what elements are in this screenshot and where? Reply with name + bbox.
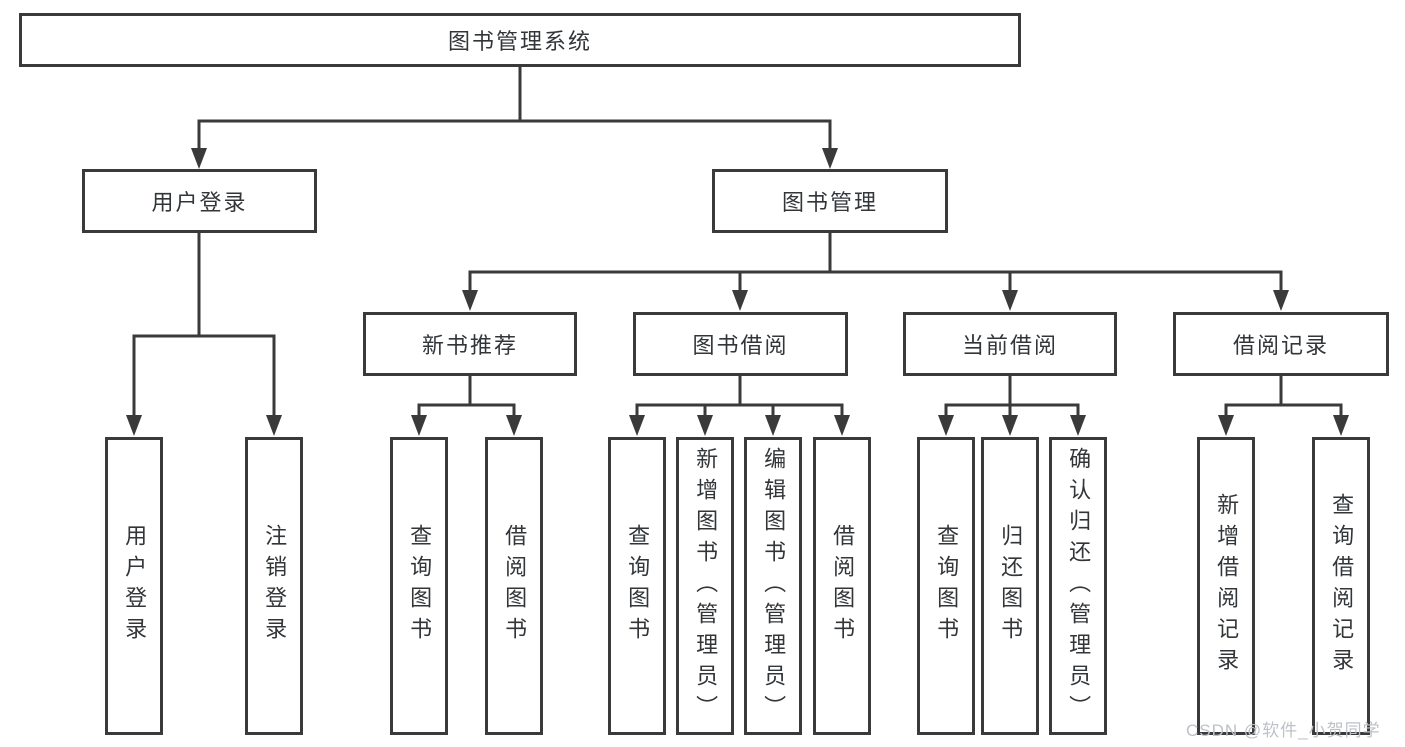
node-label: 图书管理 <box>781 190 878 215</box>
node-label: 归还图书 <box>998 524 1024 648</box>
node-label: 用户登录 <box>151 190 248 215</box>
node-leaf-borrow-books-recommend: 借阅图书 <box>485 437 543 735</box>
connector-book-management-to-level2 <box>468 233 1283 292</box>
node-label: 编辑图书（管理员） <box>761 446 787 726</box>
connector-current-borrowing-to-leaves <box>944 376 1080 417</box>
node-label: 借阅图书 <box>830 524 856 648</box>
node-leaf-confirm-return-admin: 确认归还（管理员） <box>1049 437 1107 735</box>
node-label: 图书借阅 <box>692 333 789 358</box>
node-label: 确认归还（管理员） <box>1066 446 1092 726</box>
node-label: 新书推荐 <box>421 333 518 358</box>
connector-lines <box>132 66 1343 417</box>
arrowheads-level1 <box>191 148 838 169</box>
node-leaf-borrow-books-borrowing: 借阅图书 <box>813 437 871 735</box>
node-library-management-system: 图书管理系统 <box>19 13 1021 67</box>
connector-borrowing-records-to-leaves <box>1224 376 1343 417</box>
arrowheads-new-book-leaves <box>411 415 522 436</box>
node-borrowing-records: 借阅记录 <box>1173 312 1389 376</box>
node-user-login-module: 用户登录 <box>82 169 317 233</box>
node-label: 借阅图书 <box>502 524 528 648</box>
node-label: 图书管理系统 <box>447 29 592 54</box>
node-current-borrowing: 当前借阅 <box>903 312 1117 376</box>
node-label: 查询借阅记录 <box>1329 493 1355 679</box>
arrowheads-current-borrowing-leaves <box>938 415 1086 436</box>
arrowheads-borrowing-records-leaves <box>1218 415 1349 436</box>
node-leaf-add-borrow-record: 新增借阅记录 <box>1197 437 1255 735</box>
node-label: 用户登录 <box>122 524 148 648</box>
node-leaf-query-borrow-record: 查询借阅记录 <box>1312 437 1370 735</box>
node-label: 查询图书 <box>934 524 960 648</box>
node-label: 新增借阅记录 <box>1214 493 1240 679</box>
node-book-borrowing: 图书借阅 <box>633 312 848 376</box>
watermark: CSDN @软件_小贺同学 <box>1186 721 1381 740</box>
node-label: 当前借阅 <box>961 333 1058 358</box>
node-label: 借阅记录 <box>1232 333 1329 358</box>
node-leaf-logout: 注销登录 <box>245 437 303 735</box>
connector-root-to-level1 <box>197 66 832 151</box>
node-leaf-query-books-recommend: 查询图书 <box>390 437 448 735</box>
node-book-management: 图书管理 <box>712 169 948 233</box>
arrowheads-user-login-leaves <box>126 415 282 436</box>
connector-book-borrowing-to-leaves <box>635 376 844 417</box>
connector-user-login-to-leaves <box>132 233 276 417</box>
node-leaf-query-books-current: 查询图书 <box>917 437 975 735</box>
arrowheads <box>126 148 1349 436</box>
node-new-book-recommendation: 新书推荐 <box>363 312 577 376</box>
arrowheads-book-borrowing-leaves <box>629 415 850 436</box>
node-label: 注销登录 <box>262 524 288 648</box>
node-label: 查询图书 <box>625 524 651 648</box>
node-leaf-edit-book-admin: 编辑图书（管理员） <box>744 437 802 735</box>
node-leaf-user-login: 用户登录 <box>105 437 163 735</box>
node-leaf-return-book: 归还图书 <box>981 437 1039 735</box>
node-leaf-add-book-admin: 新增图书（管理员） <box>676 437 734 735</box>
arrowheads-level2 <box>462 290 1289 311</box>
connector-new-book-to-leaves <box>417 376 516 417</box>
node-label: 查询图书 <box>407 524 433 648</box>
node-leaf-query-books-borrowing: 查询图书 <box>608 437 666 735</box>
node-label: 新增图书（管理员） <box>693 446 719 726</box>
